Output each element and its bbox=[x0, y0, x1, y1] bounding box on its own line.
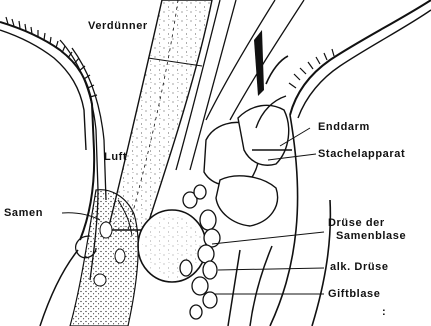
label-samen: Samen bbox=[4, 207, 43, 220]
sting-spike bbox=[254, 30, 264, 96]
label-druese-samenblase-2: Samenblase bbox=[336, 230, 406, 243]
label-stachelapparat: Stachelapparat bbox=[318, 148, 405, 161]
label-verduenner: Verdünner bbox=[88, 20, 148, 33]
body-wall-right bbox=[270, 0, 431, 326]
samenblase bbox=[138, 210, 206, 282]
stachelapparat-plates bbox=[204, 96, 292, 226]
label-luft: Luft bbox=[104, 151, 127, 164]
samen-mass bbox=[70, 190, 138, 326]
label-enddarm: Enddarm bbox=[318, 121, 370, 134]
corner-mark: : bbox=[382, 306, 386, 319]
label-giftblase: Giftblase bbox=[328, 288, 380, 301]
label-druese-samenblase-1: Drüse der bbox=[328, 217, 385, 230]
label-alk-druese: alk. Drüse bbox=[330, 261, 389, 274]
